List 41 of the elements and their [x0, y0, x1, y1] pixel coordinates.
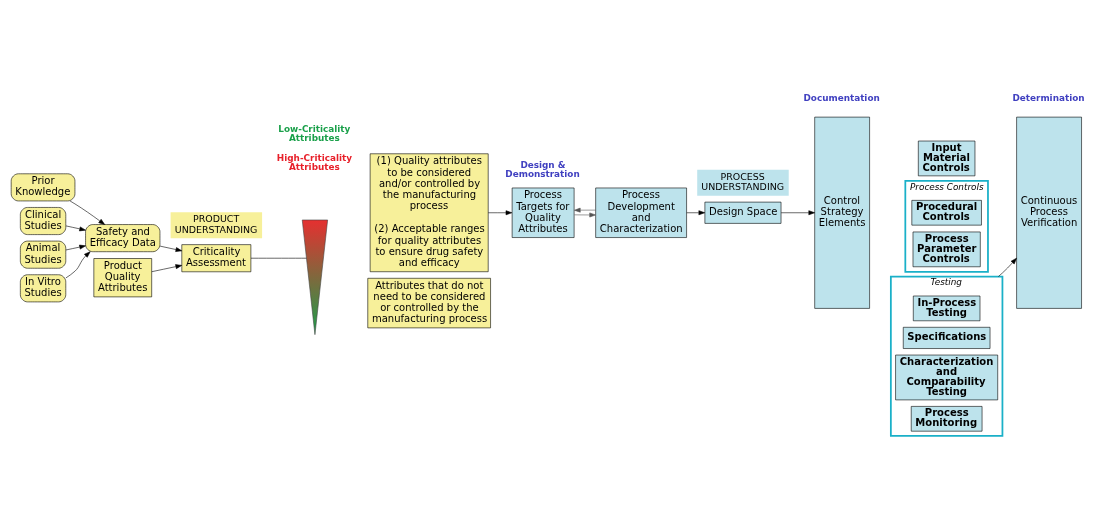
arrow	[998, 257, 1017, 277]
node-box: PRODUCT UNDERSTANDING	[170, 211, 263, 238]
node-box: Characterization and Comparability Testing	[895, 354, 998, 400]
arrow	[65, 244, 86, 250]
arrow	[159, 245, 183, 252]
node-box: Input Material Controls	[918, 140, 976, 176]
arrow	[65, 225, 86, 231]
label: Documentation	[803, 92, 880, 103]
node-box: Procedural Controls	[911, 199, 982, 225]
arrow	[780, 209, 815, 215]
node-box: In Vitro Studies	[20, 273, 67, 302]
arrow	[488, 209, 513, 215]
node-box: Specifications	[902, 326, 991, 349]
node-box: Control Strategy Elements	[814, 116, 870, 309]
node-box: Process Targets for Quality Attributes	[511, 187, 575, 238]
node-box: Process Development and Characterization	[595, 187, 687, 238]
node-box: Animal Studies	[20, 240, 67, 269]
arrow	[574, 207, 596, 213]
node-box: Criticality Assessment	[181, 243, 252, 272]
node-box: PROCESS UNDERSTANDING	[697, 169, 789, 196]
arrow	[69, 200, 105, 225]
node-label: High-Criticality Attributes	[276, 152, 352, 172]
node-triangle	[301, 219, 328, 335]
arrow	[65, 250, 91, 278]
node-box: Continuous Process Verification	[1016, 116, 1082, 309]
node-box: Safety and Efficacy Data	[85, 223, 161, 252]
node-box: Process Parameter Controls	[912, 231, 981, 267]
label: Design & Demonstration	[505, 159, 580, 179]
node-box: (1) Quality attributes to be considered and/or controlled by the manufacturing process (2) Acceptable ranges for quality attributes to ensure drug safety and efficacy	[369, 152, 489, 272]
node-box: Attributes that do not need to be considered or controlled by the manufacturing process	[367, 277, 491, 328]
node-box: In-Process Testing	[913, 295, 981, 321]
node-box: Process Monitoring	[910, 405, 983, 431]
label: Determination	[1012, 92, 1085, 103]
node-box: Design Space	[704, 201, 782, 224]
node-box: Prior Knowledge	[10, 173, 76, 201]
arrow	[686, 209, 706, 215]
node-box: Clinical Studies	[20, 206, 67, 235]
node-label: Low-Criticality Attributes	[278, 123, 351, 143]
arrow	[574, 212, 596, 217]
arrow	[151, 263, 182, 272]
node-box: Product Quality Attributes	[93, 257, 152, 297]
